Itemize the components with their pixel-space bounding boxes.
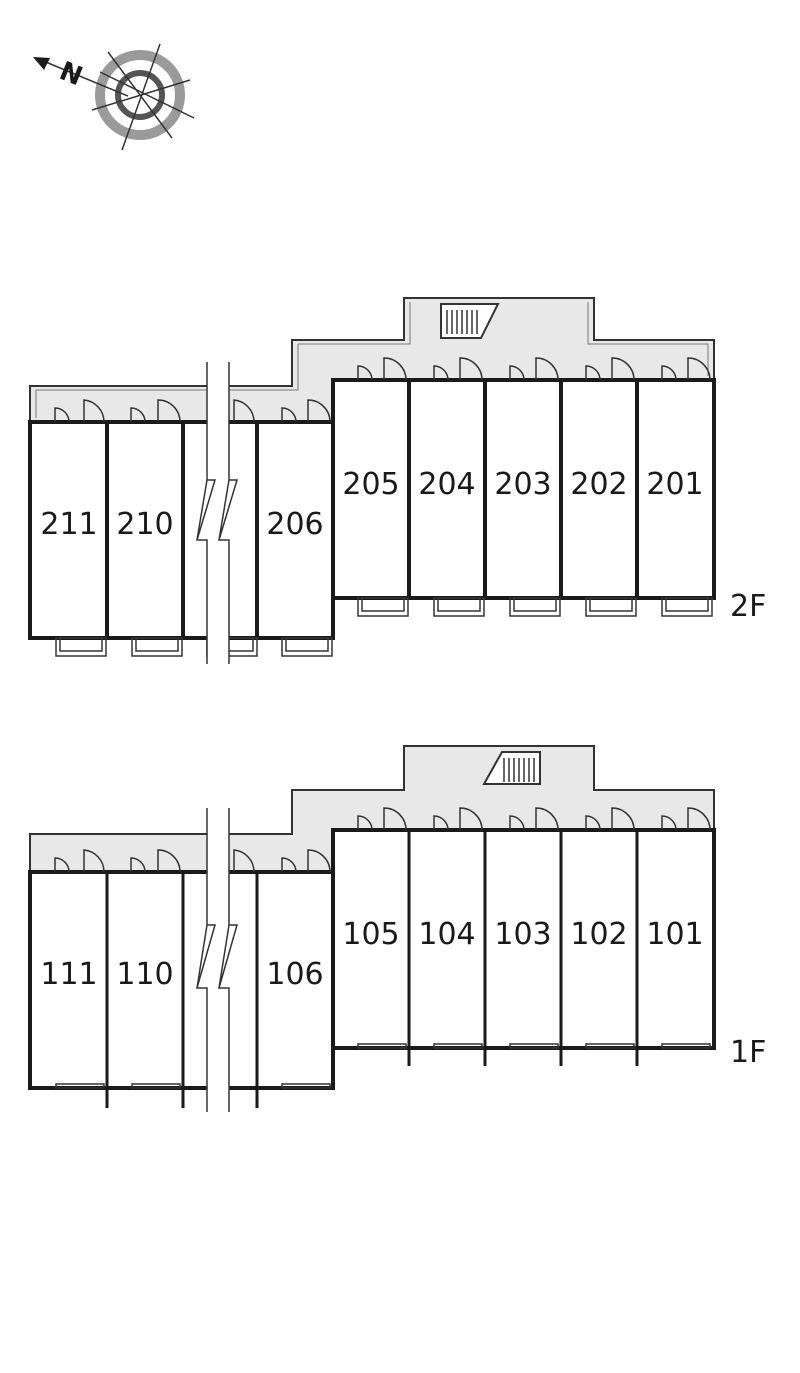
unit-111: 111: [40, 957, 97, 992]
unit-106: 106: [266, 957, 323, 992]
floor-label-1f: 1F: [730, 1035, 766, 1070]
floor-1f: 105 104 103 102 101 111 110 106 1F: [28, 745, 766, 1112]
unit-102: 102: [570, 917, 627, 952]
compass-rose-icon: N: [33, 43, 195, 151]
unit-201: 201: [646, 467, 703, 502]
staircase-2f-icon: [440, 303, 500, 339]
floor-label-2f: 2F: [730, 589, 766, 624]
unit-210: 210: [116, 507, 173, 542]
floor-2f: 205 204 203 202 201 211 210 206 2F: [28, 297, 766, 664]
unit-203: 203: [494, 467, 551, 502]
unit-202: 202: [570, 467, 627, 502]
unit-110: 110: [116, 957, 173, 992]
unit-205: 205: [342, 467, 399, 502]
compass-north-letter: N: [55, 56, 86, 92]
break-line-2f: [196, 362, 239, 664]
unit-103: 103: [494, 917, 551, 952]
staircase-1f-icon: [482, 751, 541, 785]
east-block-1f: [331, 828, 716, 1050]
unit-104: 104: [418, 917, 475, 952]
unit-204: 204: [418, 467, 475, 502]
unit-206: 206: [266, 507, 323, 542]
unit-105: 105: [342, 917, 399, 952]
unit-101: 101: [646, 917, 703, 952]
break-line-1f: [196, 808, 238, 1112]
unit-211: 211: [40, 507, 97, 542]
